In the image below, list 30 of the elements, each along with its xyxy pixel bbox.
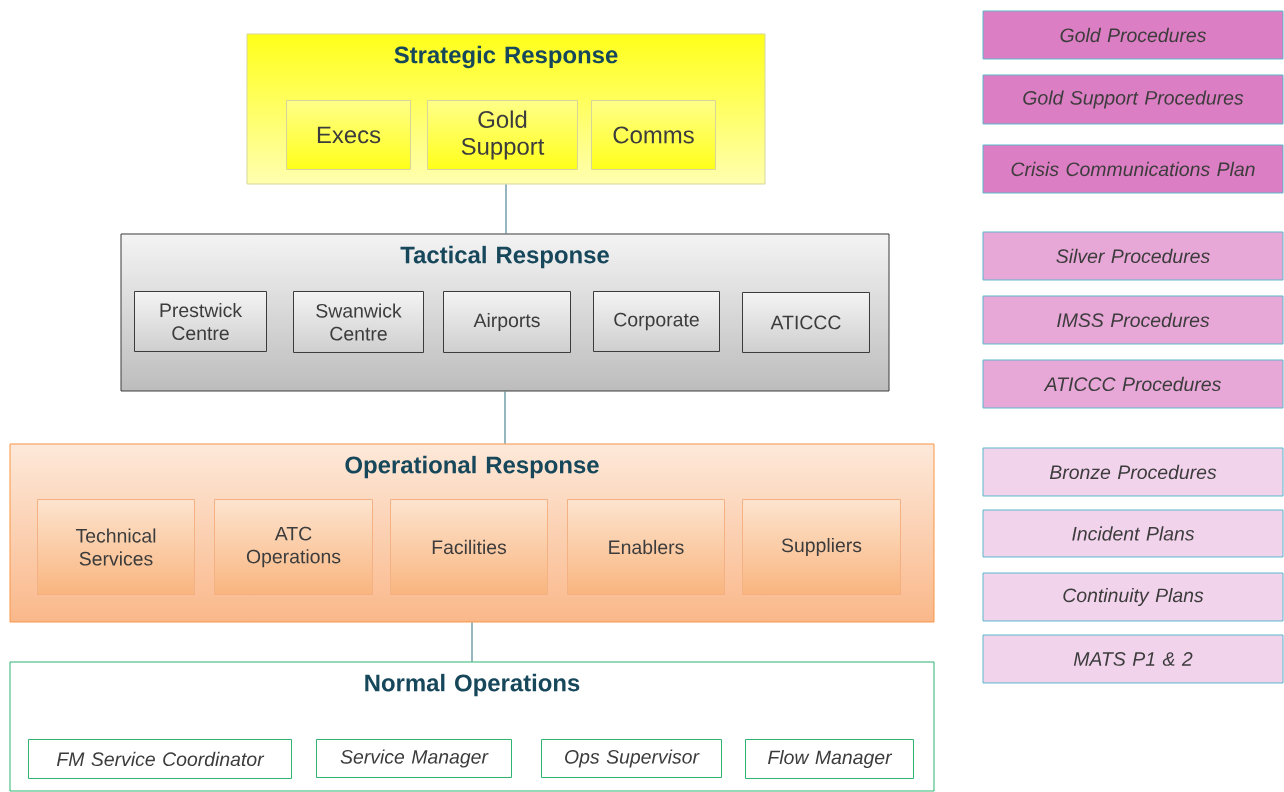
procedure-box: Continuity Plans [982, 572, 1284, 622]
unit-box: Technical Services [37, 499, 195, 595]
unit-box: Suppliers [742, 499, 901, 595]
unit-box: Corporate [593, 291, 720, 352]
procedure-box: Gold Support Procedures [982, 74, 1284, 125]
unit-box: Airports [443, 291, 571, 353]
unit-box: Facilities [390, 499, 548, 595]
unit-box: Swanwick Centre [293, 291, 424, 353]
unit-box: Enablers [567, 499, 725, 595]
connector-line [504, 391, 506, 444]
procedure-box: Incident Plans [982, 509, 1284, 558]
role-box: Ops Supervisor [541, 739, 722, 778]
connector-line [505, 184, 507, 234]
role-box: Flow Manager [745, 739, 914, 779]
unit-box: Comms [591, 100, 716, 170]
connector-line [471, 622, 473, 662]
unit-box: ATICCC [742, 292, 870, 353]
procedure-box: MATS P1 & 2 [982, 634, 1284, 684]
unit-box: Execs [286, 100, 411, 170]
procedure-box: IMSS Procedures [982, 295, 1284, 345]
procedure-box: ATICCC Procedures [982, 359, 1284, 409]
role-box: Service Manager [316, 739, 512, 778]
unit-box: ATC Operations [214, 499, 373, 595]
unit-box: Prestwick Centre [134, 291, 267, 352]
procedure-box: Silver Procedures [982, 231, 1284, 281]
role-box: FM Service Coordinator [28, 739, 292, 779]
procedure-box: Crisis Communications Plan [982, 144, 1284, 194]
procedure-box: Gold Procedures [982, 10, 1284, 60]
unit-box: Gold Support [427, 100, 578, 170]
procedure-box: Bronze Procedures [982, 447, 1284, 497]
